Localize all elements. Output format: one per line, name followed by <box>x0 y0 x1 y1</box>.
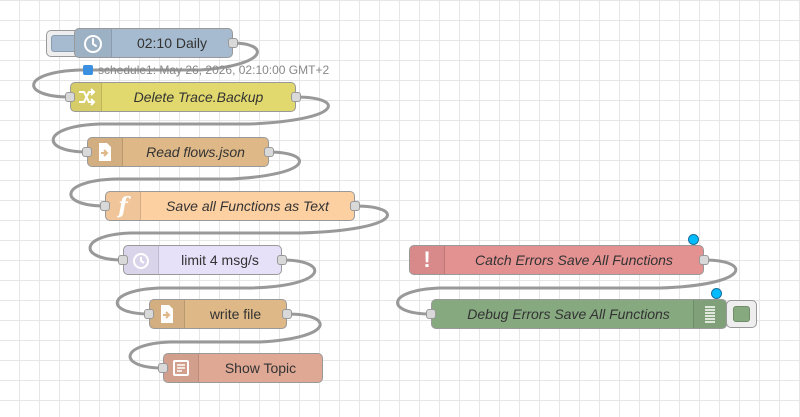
delay-node-label: limit 4 msg/s <box>181 252 259 268</box>
inject-node[interactable]: 02:10 Daily <box>74 28 238 58</box>
debug-input-port[interactable] <box>426 309 436 319</box>
wire-fileout-template[interactable] <box>128 312 322 370</box>
inject-status-text: schedule1: May 26, 2026, 02:10:00 GMT+2 <box>98 63 330 77</box>
file-in-icon <box>88 138 123 166</box>
debug-list-icon <box>693 300 726 328</box>
catch-node-label: Catch Errors Save All Functions <box>475 252 673 268</box>
catch-output-port[interactable] <box>699 255 709 265</box>
wire-catch-debug[interactable] <box>396 258 738 316</box>
function-icon: f <box>106 192 141 220</box>
function-input-port[interactable] <box>100 201 110 211</box>
timer-icon <box>124 246 159 274</box>
change-node[interactable]: Delete Trace.Backup <box>65 82 301 112</box>
debug-changed-indicator <box>711 288 722 299</box>
file-out-node-label: write file <box>209 306 262 322</box>
template-icon <box>164 354 199 382</box>
change-output-port[interactable] <box>291 92 301 102</box>
template-input-port[interactable] <box>158 363 168 373</box>
template-node-label: Show Topic <box>224 360 297 376</box>
function-node[interactable]: f Save all Functions as Text <box>100 191 360 221</box>
inject-output-port[interactable] <box>228 38 238 48</box>
function-node-label: Save all Functions as Text <box>166 198 329 214</box>
catch-changed-indicator <box>688 234 699 245</box>
inject-node-label: 02:10 Daily <box>136 35 208 51</box>
debug-node[interactable]: Debug Errors Save All Functions <box>426 299 727 329</box>
file-out-input-port[interactable] <box>144 309 154 319</box>
file-out-output-port[interactable] <box>282 309 292 319</box>
wire-change-filein[interactable] <box>51 95 330 154</box>
wire-delay-fileout[interactable] <box>115 258 317 316</box>
template-node[interactable]: Show Topic <box>158 353 323 383</box>
inject-status: schedule1: May 26, 2026, 02:10:00 GMT+2 <box>83 63 329 77</box>
file-out-icon <box>150 300 185 328</box>
wire-filein-function[interactable] <box>69 150 301 208</box>
alert-icon: ! <box>410 246 445 274</box>
delay-output-port[interactable] <box>277 255 287 265</box>
file-in-node[interactable]: Read flows.json <box>82 137 274 167</box>
function-output-port[interactable] <box>350 201 360 211</box>
file-out-node[interactable]: write file <box>144 299 292 329</box>
status-dot-icon <box>83 65 93 75</box>
delay-input-port[interactable] <box>118 255 128 265</box>
clock-icon <box>75 29 112 57</box>
file-in-input-port[interactable] <box>82 147 92 157</box>
debug-toggle-button[interactable] <box>726 300 757 328</box>
wire-inject-change[interactable] <box>32 41 259 99</box>
delay-node[interactable]: limit 4 msg/s <box>118 245 287 275</box>
debug-toggle-button-face <box>733 306 750 322</box>
wire-function-delay[interactable] <box>88 204 389 262</box>
file-in-output-port[interactable] <box>264 147 274 157</box>
debug-node-label: Debug Errors Save All Functions <box>467 306 670 322</box>
shuffle-icon <box>71 83 102 111</box>
catch-node[interactable]: ! Catch Errors Save All Functions <box>409 245 709 275</box>
change-node-label: Delete Trace.Backup <box>133 89 264 105</box>
file-in-node-label: Read flows.json <box>146 144 245 160</box>
change-input-port[interactable] <box>65 92 75 102</box>
